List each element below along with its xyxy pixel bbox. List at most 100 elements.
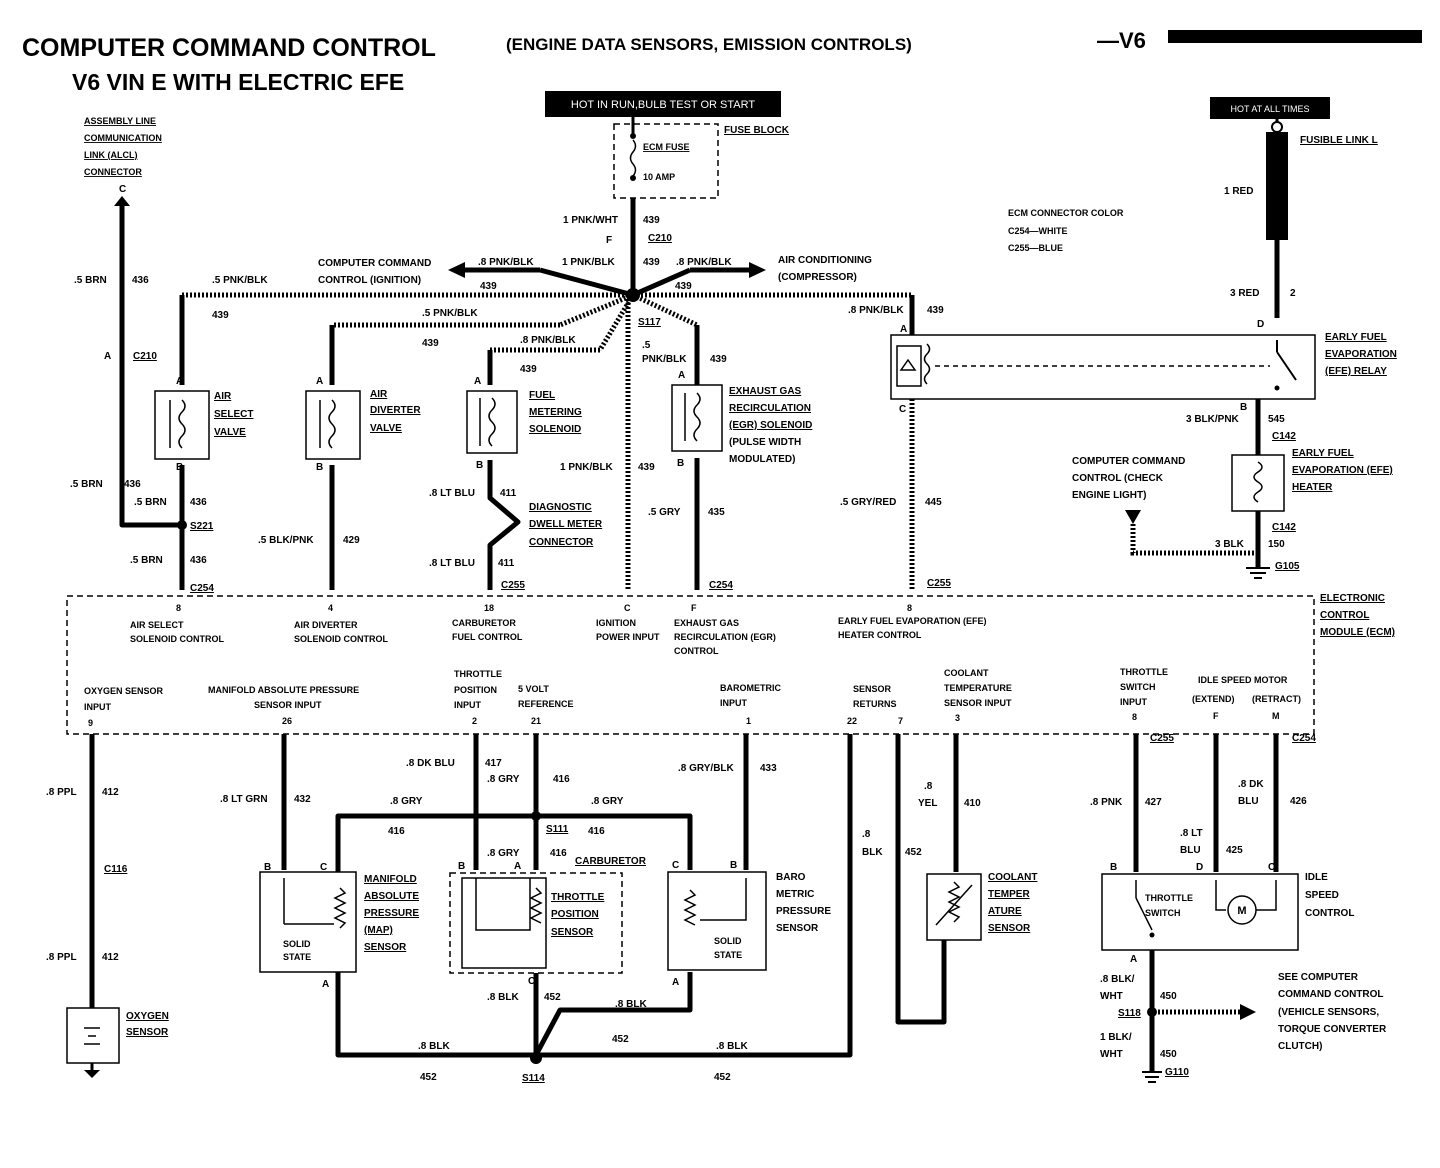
fusible-link-label: FUSIBLE LINK L bbox=[1300, 135, 1378, 146]
egr-l5: MODULATED) bbox=[729, 454, 795, 465]
wire-411-a: 411 bbox=[500, 488, 517, 499]
efe-heater-l2: EVAPORATION (EFE) bbox=[1292, 465, 1393, 476]
wire-8-blk: .8 bbox=[862, 829, 871, 840]
efe-relay-l3: (EFE) RELAY bbox=[1325, 366, 1387, 377]
alcl-l2: COMMUNICATION bbox=[84, 133, 162, 143]
ecm-box bbox=[66, 595, 1315, 735]
wire-yel: YEL bbox=[918, 798, 937, 809]
baro-l3: PRESSURE bbox=[776, 906, 831, 917]
wire-416-c: 416 bbox=[553, 774, 570, 785]
efe-heater-l1: EARLY FUEL bbox=[1292, 448, 1354, 459]
wire-8-dkblu: .8 DK bbox=[1238, 779, 1264, 790]
see-ccc-2: COMMAND CONTROL bbox=[1278, 989, 1384, 1000]
wire-435: 435 bbox=[708, 507, 725, 518]
ecm-pin-8: 8 bbox=[176, 603, 181, 613]
air-diverter-coil-icon bbox=[328, 399, 336, 449]
ecm-lbl-map2: SENSOR INPUT bbox=[254, 700, 322, 710]
ecm-conn-color: ECM CONNECTOR COLOR bbox=[1008, 208, 1124, 218]
wire-8pnkblk-fm: .8 PNK/BLK bbox=[520, 335, 576, 346]
wire-5pnkblk-a: .5 PNK/BLK bbox=[212, 275, 268, 286]
baro-solid-2: STATE bbox=[714, 950, 742, 960]
wire-3blkpnk: 3 BLK/PNK bbox=[1186, 414, 1240, 425]
map-l3: PRESSURE bbox=[364, 908, 419, 919]
tps-l1: THROTTLE bbox=[551, 892, 605, 903]
wire-8gry-c: .8 GRY bbox=[487, 774, 520, 785]
air-div-l3: VALVE bbox=[370, 423, 402, 434]
alcl-l1: ASSEMBLY LINE bbox=[84, 116, 156, 126]
wire-450-b: 450 bbox=[1160, 1049, 1177, 1060]
wire-8pnkblk-efe: .8 PNK/BLK bbox=[848, 305, 904, 316]
check-eng-l3: ENGINE LIGHT) bbox=[1072, 490, 1146, 501]
check-engine-arrow-icon bbox=[1125, 510, 1141, 524]
air-select-l3: VALVE bbox=[214, 427, 246, 438]
pin-a-as: A bbox=[176, 376, 183, 387]
wire-150: 150 bbox=[1268, 539, 1285, 550]
wire-5gryred: .5 GRY/RED bbox=[840, 497, 896, 508]
ecm-pin-8b: 8 bbox=[907, 603, 912, 613]
baro-l2: METRIC bbox=[776, 889, 814, 900]
wire-1pnkwht: 1 PNK/WHT bbox=[563, 215, 618, 226]
pin-c-tps: C bbox=[528, 976, 535, 987]
egr-l4: (PULSE WIDTH bbox=[729, 437, 801, 448]
splice-s114-label: S114 bbox=[522, 1073, 545, 1084]
ecm-l2: CONTROL bbox=[1320, 610, 1369, 621]
ecm-lbl-sr2: RETURNS bbox=[853, 699, 897, 709]
alcl-l4: CONNECTOR bbox=[84, 167, 142, 177]
ecm-lbl-ign2: POWER INPUT bbox=[596, 632, 660, 642]
coolant-l1: COOLANT bbox=[988, 872, 1037, 883]
ecm-pin-m: M bbox=[1272, 711, 1280, 721]
ecm-lbl-tps2: POSITION bbox=[454, 685, 497, 695]
ecm-lbl-5v2: REFERENCE bbox=[518, 699, 574, 709]
wire-1pnkblk-ign: 1 PNK/BLK bbox=[560, 462, 614, 473]
wire-8ppl-a: .8 PPL bbox=[46, 787, 77, 798]
ecm-pin-9: 9 bbox=[88, 718, 93, 728]
wire-439-a: 439 bbox=[212, 310, 229, 321]
tps-sensor bbox=[461, 877, 547, 969]
pin-b-map: B bbox=[264, 862, 271, 873]
map-l1: MANIFOLD bbox=[364, 874, 417, 885]
check-eng-l1: COMPUTER COMMAND bbox=[1072, 456, 1185, 467]
wire-429: 429 bbox=[343, 535, 360, 546]
wire-8ltblu-a: .8 LT BLU bbox=[429, 488, 475, 499]
conn-c142-b: C142 bbox=[1272, 522, 1296, 533]
isc-box bbox=[1101, 873, 1299, 951]
ecm-lbl-map1: MANIFOLD ABSOLUTE PRESSURE bbox=[208, 685, 359, 695]
see-ccc-4: TORQUE CONVERTER bbox=[1278, 1024, 1387, 1035]
wire-8gryblk: .8 GRY/BLK bbox=[678, 763, 735, 774]
carburetor-label: CARBURETOR bbox=[575, 856, 647, 867]
c255-color: C255—BLUE bbox=[1008, 243, 1063, 253]
ecm-pin-18: 18 bbox=[484, 603, 494, 613]
pin-c-baro: C bbox=[672, 860, 679, 871]
ccc-ign-label-1: COMPUTER COMMAND bbox=[318, 258, 431, 269]
air-div-l2: DIVERTER bbox=[370, 405, 421, 416]
pin-b-isc: B bbox=[1110, 862, 1117, 873]
fuse-block-label: FUSE BLOCK bbox=[724, 125, 790, 136]
dwell-l2: DWELL METER bbox=[529, 519, 603, 530]
wire-439-b: 439 bbox=[422, 338, 439, 349]
wire-450-a: 450 bbox=[1160, 991, 1177, 1002]
egr-l1: EXHAUST GAS bbox=[729, 386, 802, 397]
wire-436-c: 436 bbox=[190, 497, 207, 508]
pin-a-efe: A bbox=[900, 324, 907, 335]
wire-3red: 3 RED bbox=[1230, 288, 1259, 299]
wire-439-l: 439 bbox=[480, 281, 497, 292]
ecm-lbl-ad1: AIR DIVERTER bbox=[294, 620, 358, 630]
wire-425: 425 bbox=[1226, 845, 1243, 856]
ecm-lbl-isc3: (RETRACT) bbox=[1252, 694, 1301, 704]
isc-l2: SPEED bbox=[1305, 890, 1339, 901]
wire-452-d: 452 bbox=[714, 1072, 731, 1083]
wire-5brn-b: .5 BRN bbox=[70, 479, 103, 490]
pin-b-tps: B bbox=[458, 861, 465, 872]
wire-5-egr: .5 bbox=[642, 340, 651, 351]
ecm-lbl-efe1: EARLY FUEL EVAPORATION (EFE) bbox=[838, 616, 987, 626]
egr-l2: RECIRCULATION bbox=[729, 403, 811, 414]
see-ccc-5: CLUTCH) bbox=[1278, 1041, 1322, 1052]
wire-8ltgrn: .8 LT GRN bbox=[220, 794, 268, 805]
wire-8gry-a: .8 GRY bbox=[390, 796, 423, 807]
wire-wht-a: WHT bbox=[1100, 991, 1123, 1002]
wire-5gry: .5 GRY bbox=[648, 507, 681, 518]
efe-relay-box bbox=[890, 334, 1316, 400]
conn-c255-b: C255 bbox=[927, 578, 951, 589]
alcl-l3: LINK (ALCL) bbox=[84, 150, 138, 160]
